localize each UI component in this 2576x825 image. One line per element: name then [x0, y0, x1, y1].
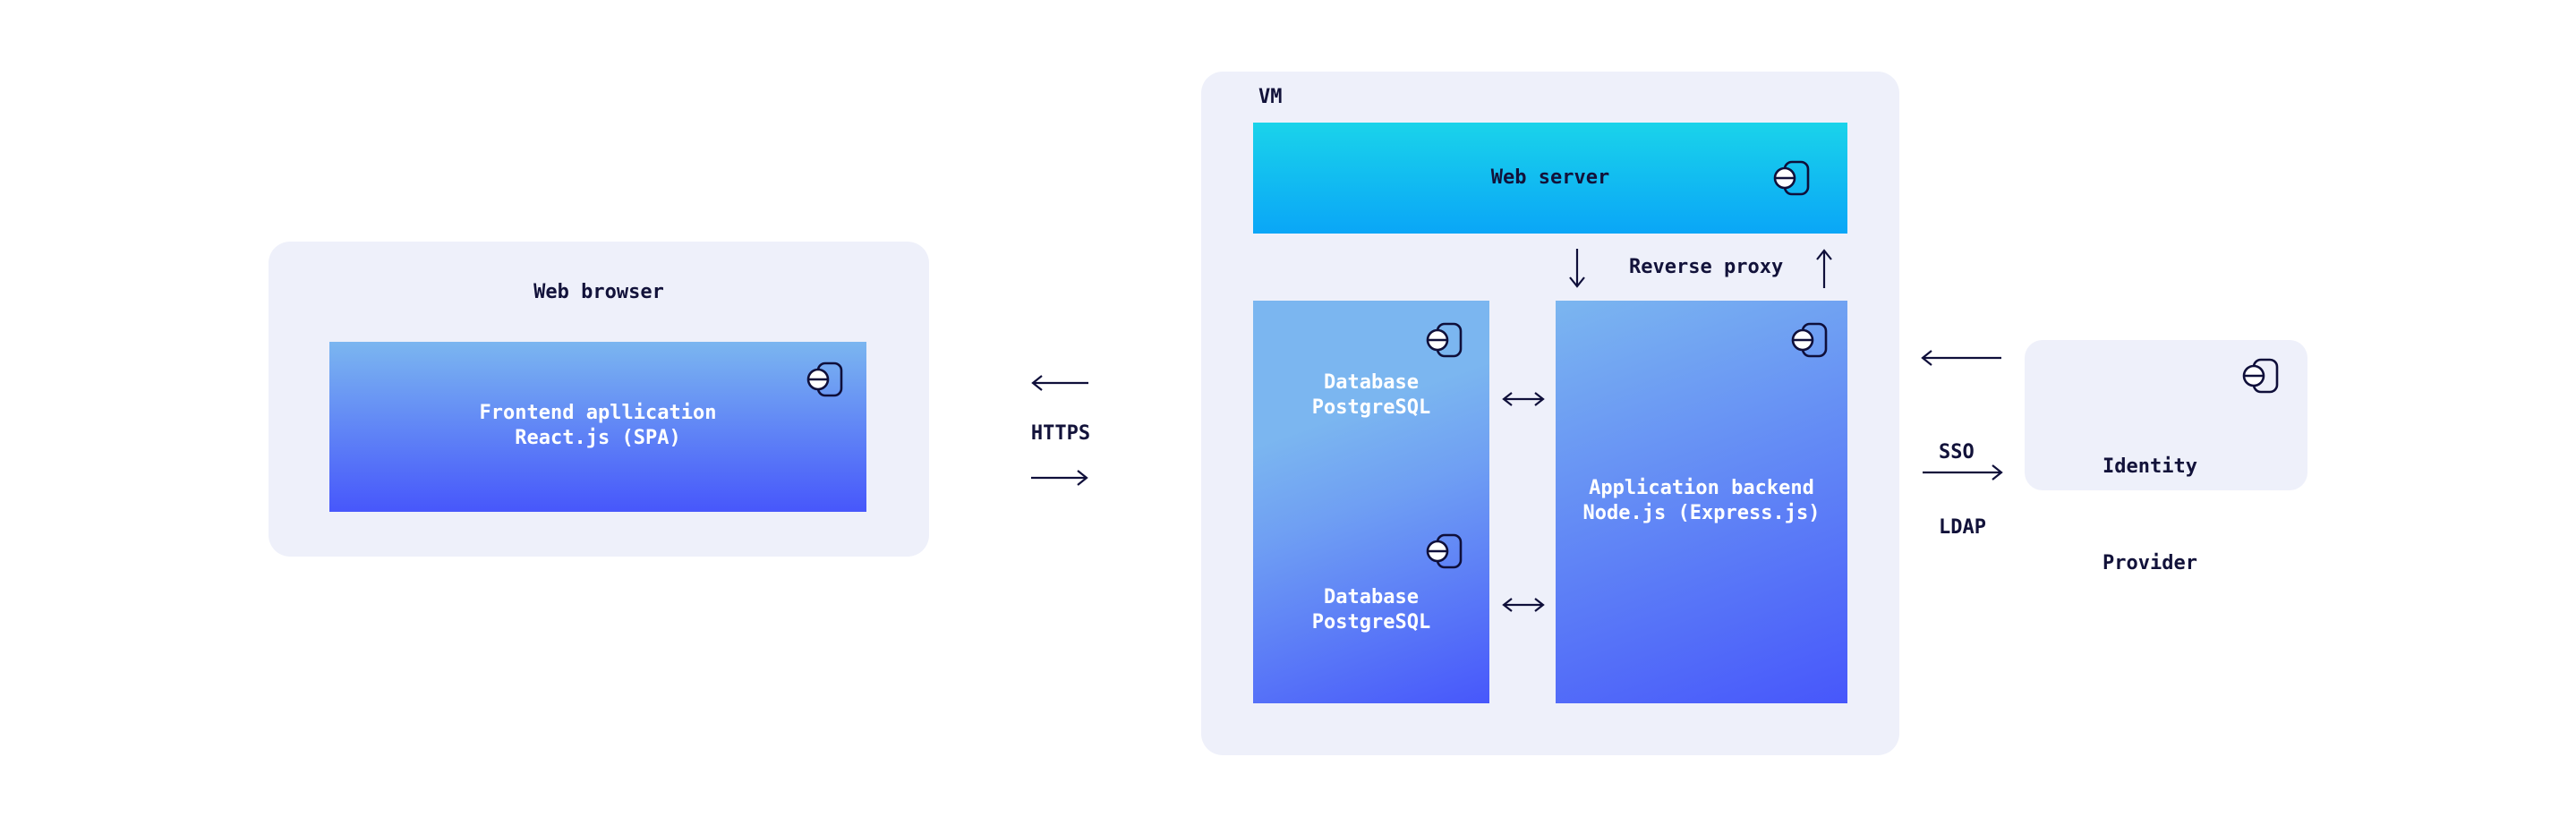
- proxy-arrow-down: [1569, 249, 1585, 288]
- ldap-label: LDAP: [1939, 516, 1986, 539]
- web-server-box: Web server: [1253, 123, 1847, 234]
- database-1-line1: Database: [1324, 371, 1419, 394]
- application-backend-box: Application backend Node.js (Express.js): [1556, 301, 1847, 703]
- vm-title: VM: [1258, 86, 1283, 108]
- backend-line1: Application backend: [1589, 477, 1814, 499]
- https-label: HTTPS: [1030, 422, 1091, 445]
- component-icon: [1772, 158, 1812, 198]
- db1-backend-arrow: [1502, 392, 1545, 406]
- web-server-label: Web server: [1490, 166, 1610, 189]
- identity-line2: Provider: [2103, 552, 2197, 574]
- reverse-proxy-label: Reverse proxy: [1629, 256, 1784, 278]
- web-browser-title: Web browser: [533, 281, 664, 303]
- proxy-arrow-up: [1816, 249, 1832, 288]
- database-column: Database PostgreSQL Database PostgreSQL: [1253, 301, 1489, 703]
- application-backend-label: Application backend Node.js (Express.js): [1556, 476, 1847, 526]
- frontend-application-box: Frontend apllication React.js (SPA): [329, 342, 866, 512]
- component-icon: [806, 360, 845, 399]
- sso-label: SSO: [1939, 441, 1975, 464]
- sso-arrow-left: [1921, 350, 2001, 366]
- https-arrow-right: [1031, 470, 1088, 486]
- identity-line1: Identity: [2103, 455, 2197, 478]
- db2-backend-arrow: [1502, 598, 1545, 612]
- frontend-application-label: Frontend apllication React.js (SPA): [329, 401, 866, 451]
- sso-arrow-right: [1923, 464, 2003, 481]
- component-icon: [1425, 320, 1464, 360]
- identity-provider-panel: Identity Provider: [2025, 340, 2307, 574]
- https-arrow-left: [1031, 375, 1088, 391]
- database-1-line2: PostgreSQL: [1311, 396, 1431, 419]
- frontend-line2: React.js (SPA): [515, 427, 681, 449]
- database-2-line1: Database: [1324, 586, 1419, 608]
- backend-line2: Node.js (Express.js): [1582, 502, 1821, 524]
- component-icon: [1425, 532, 1464, 571]
- database-2-label: Database PostgreSQL: [1253, 585, 1489, 635]
- frontend-line1: Frontend apllication: [479, 402, 717, 424]
- database-1-label: Database PostgreSQL: [1253, 370, 1489, 421]
- identity-provider-label: Identity Provider: [2060, 387, 2239, 644]
- component-icon: [2241, 356, 2281, 395]
- database-2-line2: PostgreSQL: [1311, 611, 1431, 634]
- component-icon: [1790, 320, 1830, 360]
- sso-ldap-label: SSO LDAP: [1939, 390, 1986, 566]
